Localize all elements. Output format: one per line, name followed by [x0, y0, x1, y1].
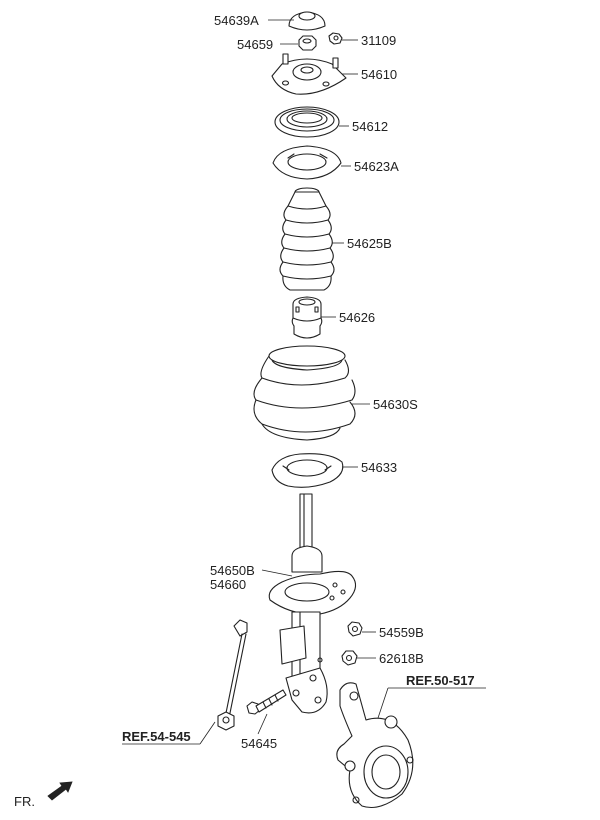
part-steering-knuckle [336, 682, 414, 809]
part-spring-pad-lower [271, 453, 344, 488]
part-stabilizer-link [217, 619, 248, 731]
part-stabilizer-nut [347, 621, 363, 637]
label-54626: 54626 [339, 310, 375, 325]
label-54625B: 54625B [347, 236, 392, 251]
label-54660: 54660 [210, 577, 246, 592]
leader-lines [122, 19, 486, 745]
label-54659: 54659 [237, 37, 273, 52]
label-62618B: 62618B [379, 651, 424, 666]
part-strut-mount [271, 53, 347, 95]
label-54610: 54610 [361, 67, 397, 82]
front-arrow-icon [47, 781, 73, 801]
label-54630S: 54630S [373, 397, 418, 412]
part-spring-pad-upper [272, 145, 342, 180]
part-cap [288, 11, 326, 31]
front-direction-label: FR. [14, 794, 35, 809]
label-54623A: 54623A [354, 159, 399, 174]
part-strut-shock [268, 493, 357, 714]
ref-link-54-545[interactable]: REF.54-545 [122, 729, 191, 744]
label-54559B: 54559B [379, 625, 424, 640]
part-bolt [246, 689, 287, 715]
label-54645: 54645 [241, 736, 277, 751]
label-54639A: 54639A [214, 13, 259, 28]
label-54633: 54633 [361, 460, 397, 475]
part-bump-stopper [291, 296, 323, 339]
part-small-nut [328, 32, 343, 45]
part-coil-spring [253, 345, 356, 441]
part-dust-boot [279, 187, 335, 291]
label-54650B: 54650B [210, 563, 255, 578]
label-54612: 54612 [352, 119, 388, 134]
part-top-nut [298, 35, 317, 51]
part-flange-nut [341, 650, 358, 666]
part-bearing [274, 106, 340, 138]
label-31109: 31109 [361, 33, 396, 48]
ref-link-50-517[interactable]: REF.50-517 [406, 673, 475, 688]
